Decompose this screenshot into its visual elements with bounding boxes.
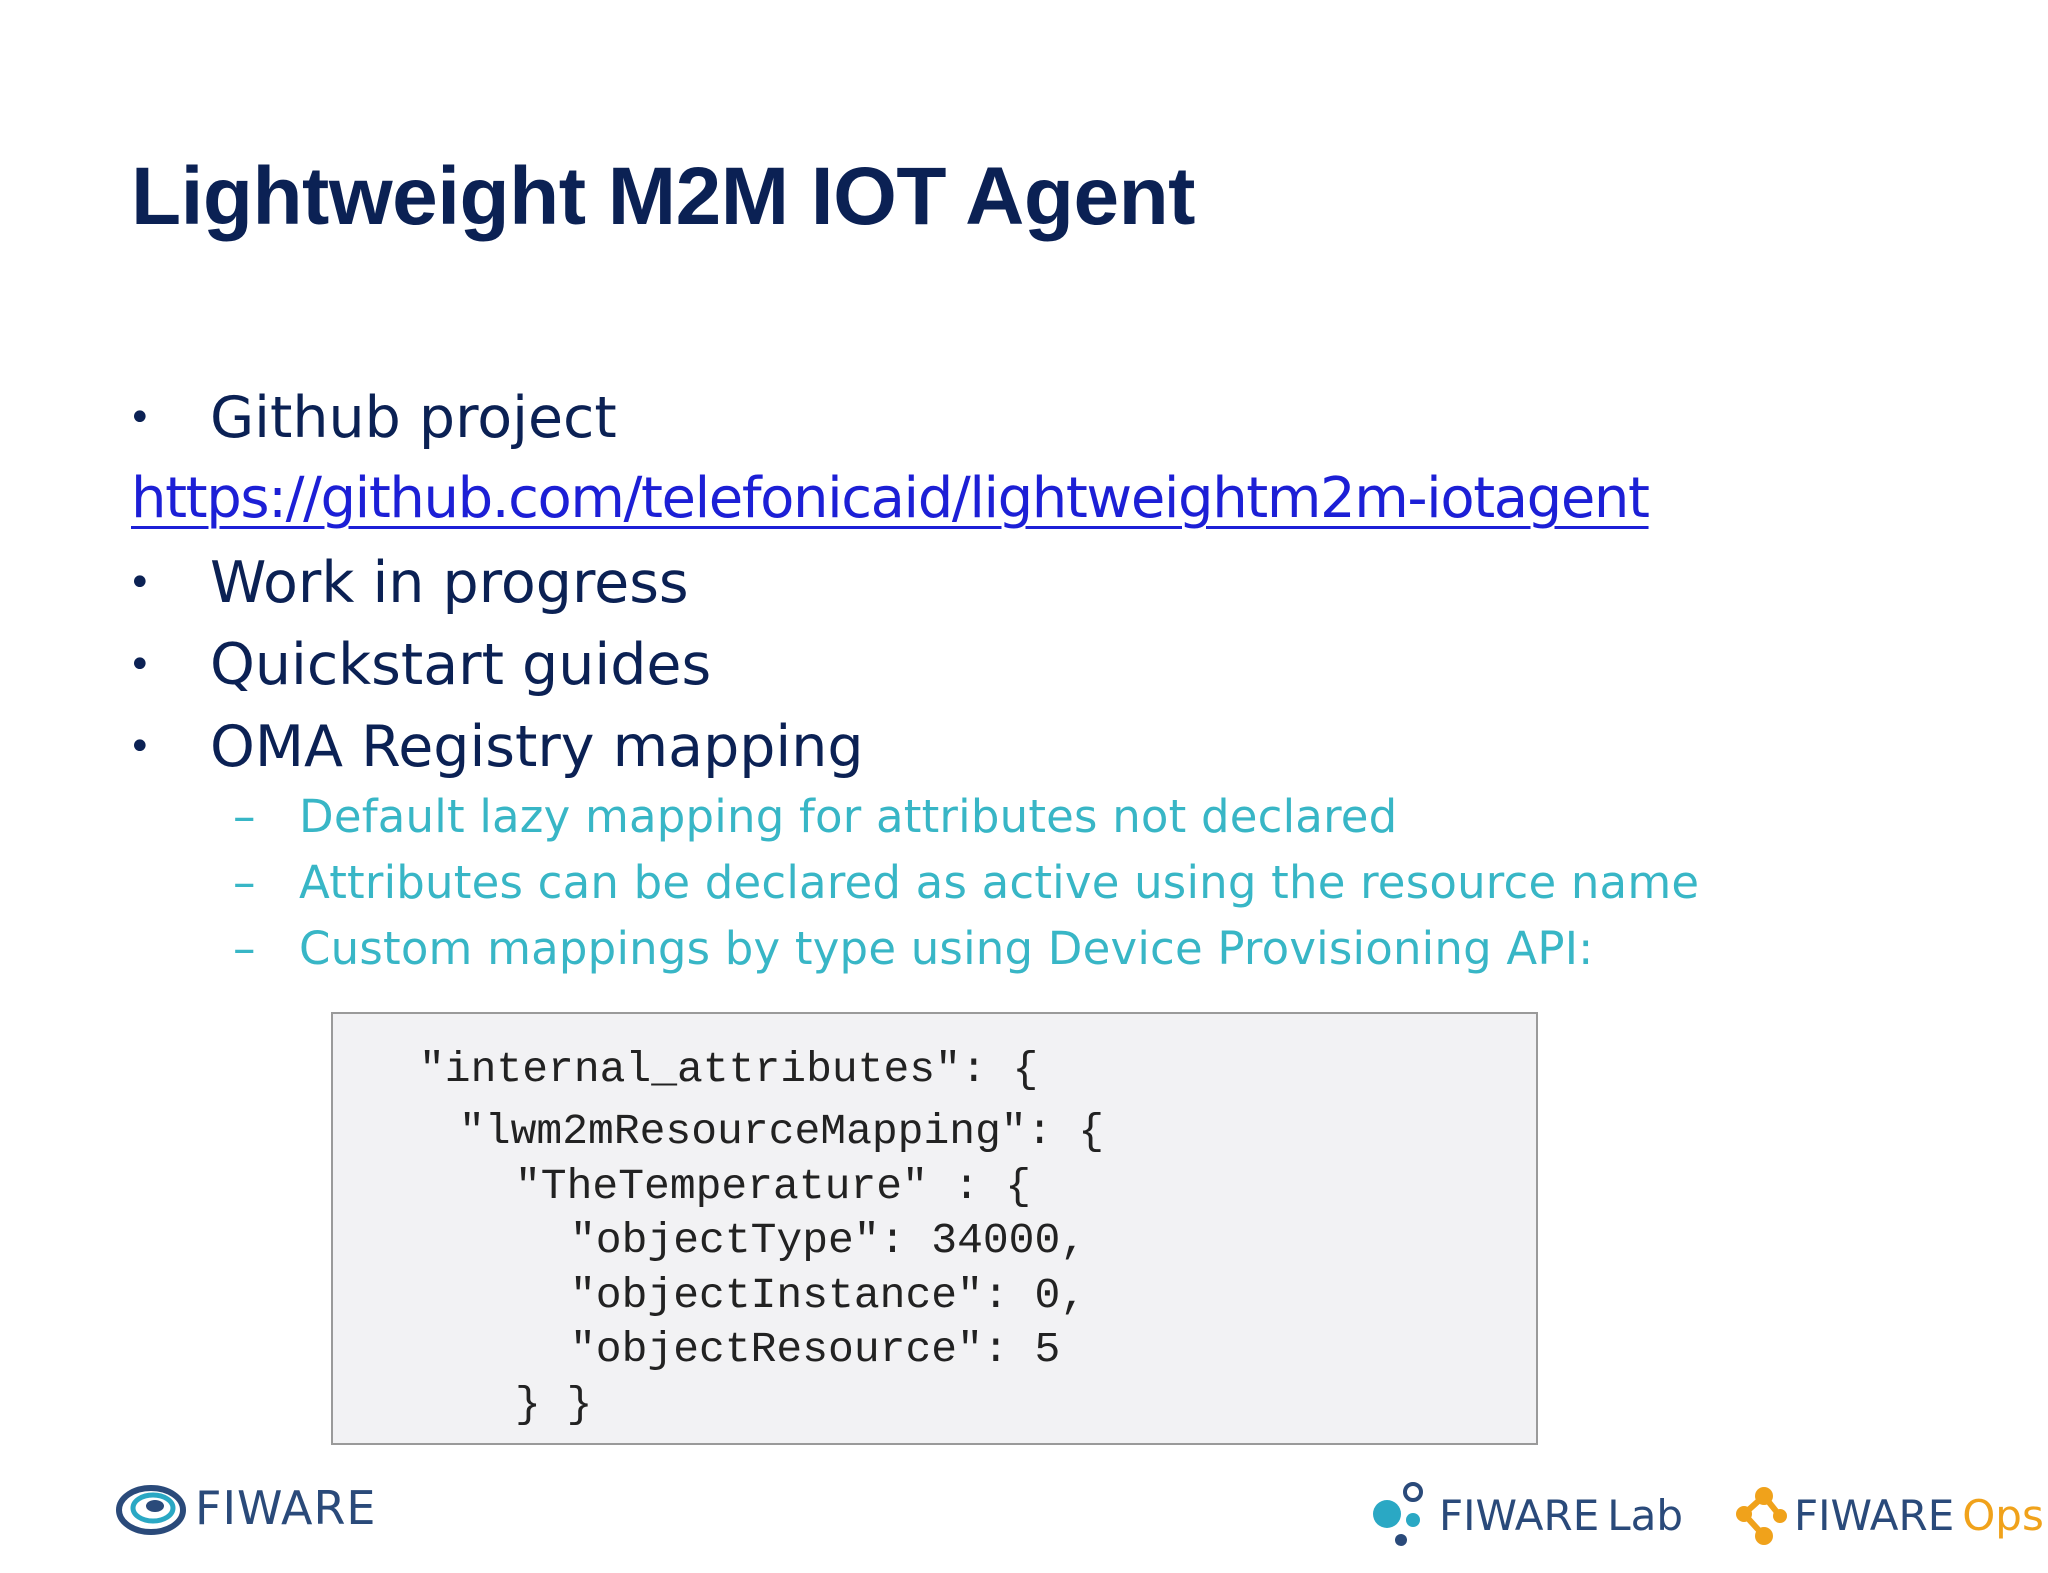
fiware-ops-logo: FIWARE Ops xyxy=(1730,1480,2044,1550)
bullet-marker: • xyxy=(128,724,152,770)
fiware-lab-wordmark: FIWARE xyxy=(1439,1490,1600,1540)
sub-bullet-custom-mappings: –Custom mappings by type using Device Pr… xyxy=(233,922,1594,976)
bullet-quickstart-guides: • Quickstart guides xyxy=(128,632,711,698)
fiware-wordmark: FIWARE xyxy=(195,1481,377,1535)
bullet-github-project: • Github project xyxy=(128,385,617,451)
fiware-swirl-icon xyxy=(116,1485,186,1535)
sub-bullet-text: Attributes can be declared as active usi… xyxy=(299,856,1700,909)
sub-bullet-lazy-mapping: –Default lazy mapping for attributes not… xyxy=(233,790,1397,844)
code-block: "internal_attributes": { "lwm2mResourceM… xyxy=(331,1012,1538,1445)
bullet-text: OMA Registry mapping xyxy=(210,714,864,780)
code-line: "internal_attributes": { xyxy=(419,1045,1039,1094)
bullet-marker: • xyxy=(128,395,152,441)
fiware-lab-dots-icon xyxy=(1373,1482,1423,1546)
code-line: "objectInstance": 0, xyxy=(570,1271,1087,1320)
bullet-text: Github project xyxy=(210,385,617,451)
code-line: } } xyxy=(515,1380,593,1429)
code-line: "objectResource": 5 xyxy=(570,1325,1061,1374)
bullet-marker: • xyxy=(128,560,152,606)
fiware-ops-nodes-icon xyxy=(1736,1487,1787,1545)
fiware-lab-suffix: Lab xyxy=(1607,1490,1684,1540)
github-link[interactable]: https://github.com/telefonicaid/lightwei… xyxy=(131,466,1650,531)
bullet-text: Work in progress xyxy=(210,550,689,616)
sub-bullet-marker: – xyxy=(233,790,256,843)
fiware-logo: FIWARE xyxy=(115,1478,377,1538)
fiware-ops-suffix: Ops xyxy=(1962,1490,2044,1540)
bullet-oma-registry-mapping: • OMA Registry mapping xyxy=(128,714,864,780)
code-line: "lwm2mResourceMapping": { xyxy=(459,1107,1105,1156)
bullet-marker: • xyxy=(128,642,152,688)
fiware-lab-logo: FIWARE Lab xyxy=(1367,1480,1683,1550)
sub-bullet-marker: – xyxy=(233,856,256,909)
sub-bullet-text: Custom mappings by type using Device Pro… xyxy=(299,922,1594,975)
code-line: "objectType": 34000, xyxy=(570,1216,1087,1265)
fiware-ops-wordmark: FIWARE xyxy=(1794,1490,1955,1540)
sub-bullet-active-attributes: –Attributes can be declared as active us… xyxy=(233,856,1699,910)
code-line: "TheTemperature" : { xyxy=(515,1162,1032,1211)
slide-title: Lightweight M2M IOT Agent xyxy=(131,151,1196,242)
sub-bullet-marker: – xyxy=(233,922,256,975)
bullet-work-in-progress: • Work in progress xyxy=(128,550,689,616)
sub-bullet-text: Default lazy mapping for attributes not … xyxy=(299,790,1398,843)
bullet-text: Quickstart guides xyxy=(210,632,712,698)
